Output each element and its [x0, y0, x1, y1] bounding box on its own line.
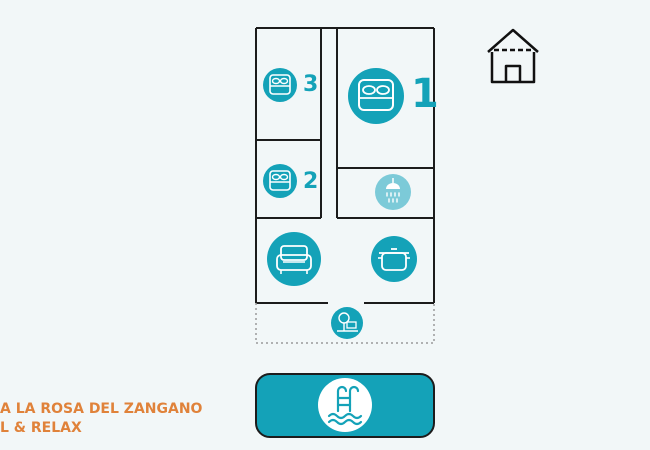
bedroom-2-number: 2	[303, 169, 319, 194]
bedroom-3-number: 3	[303, 72, 319, 97]
caption-line-1: A LA ROSA DEL ZANGANO	[0, 401, 203, 417]
pool-icon	[327, 385, 363, 426]
bedroom-3-icon	[263, 68, 297, 102]
bedroom-2-icon	[263, 164, 297, 198]
walls	[255, 27, 435, 304]
caption-line-2: L & RELAX	[0, 420, 82, 436]
shower-icon	[375, 174, 411, 210]
garden-icon	[331, 307, 363, 339]
house-icon	[487, 28, 539, 84]
sofa-icon	[267, 232, 321, 286]
terrace-outline	[255, 303, 435, 344]
bedroom-1-number: 1	[411, 71, 439, 117]
cooking-pot-icon	[371, 236, 417, 282]
bedroom-1-icon	[348, 68, 404, 124]
